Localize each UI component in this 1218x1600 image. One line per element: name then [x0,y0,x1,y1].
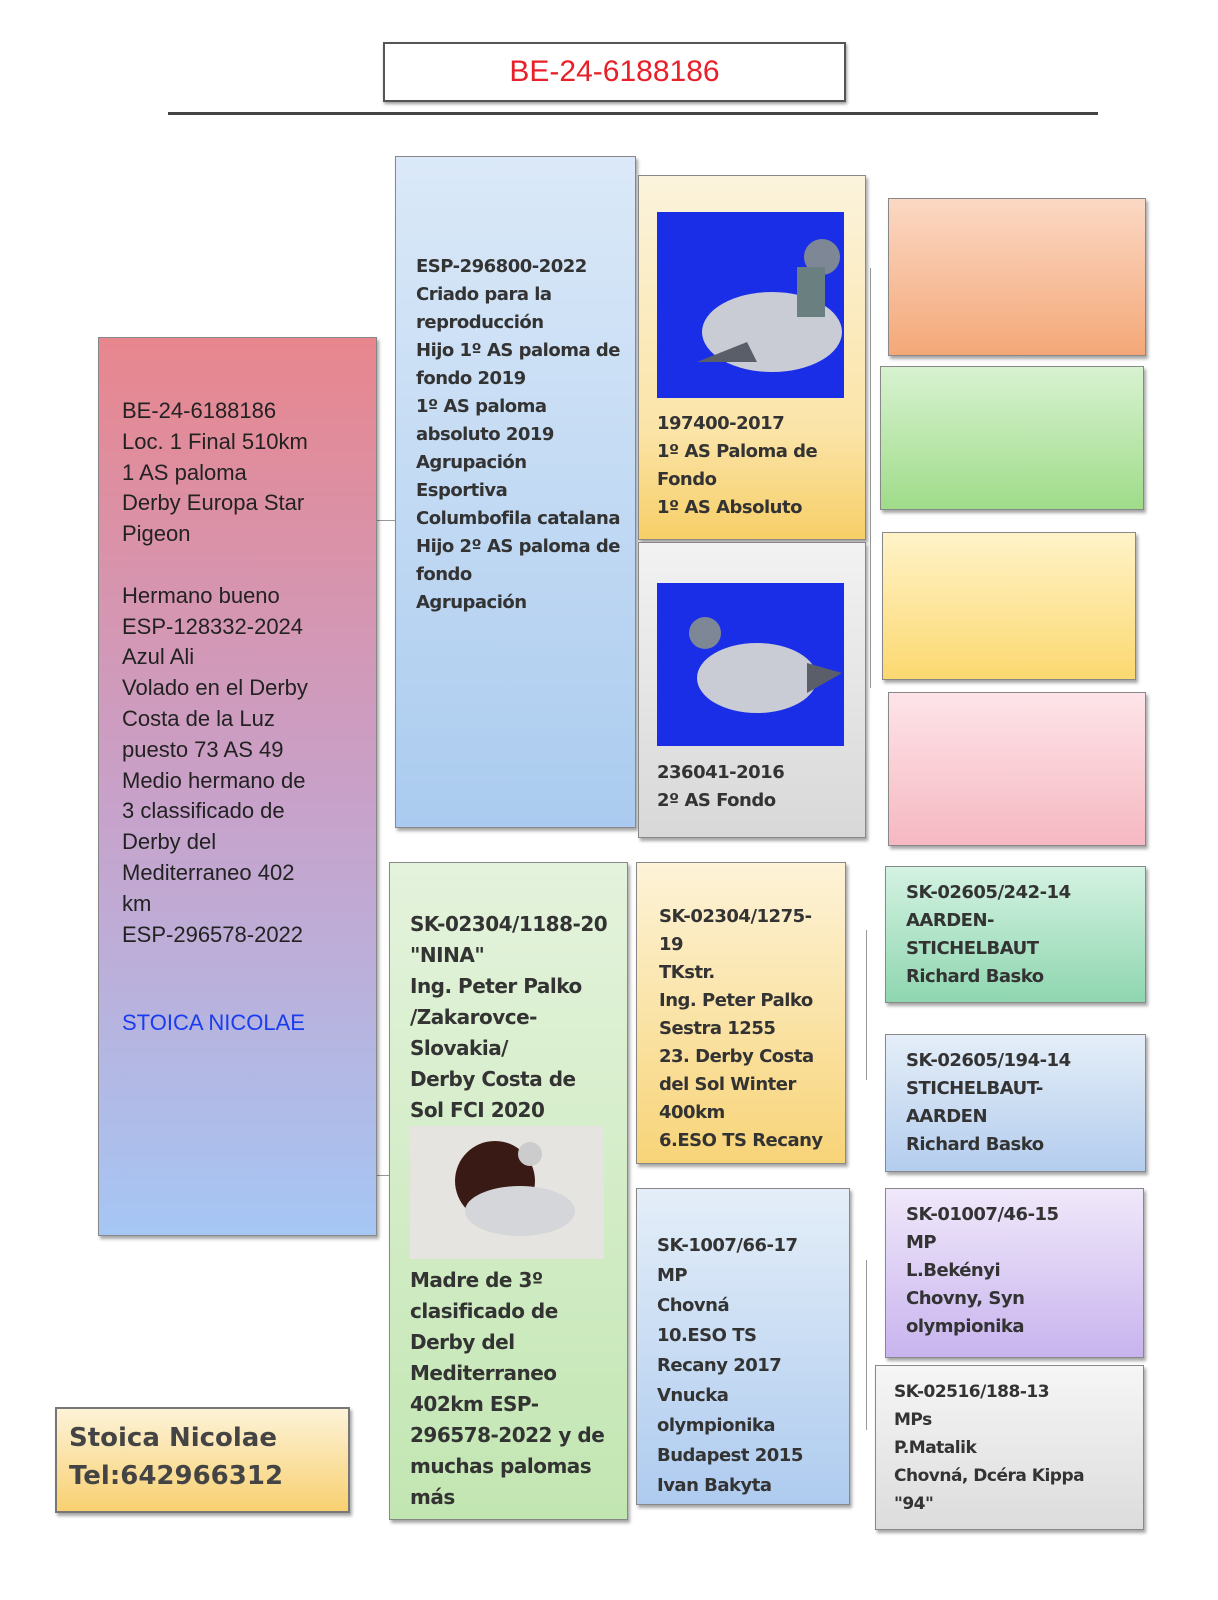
dam-sire-text: SK-02304/1275- 19 TKstr. Ing. Peter Palk… [659,906,823,1151]
gg-box-1: SK-02605/242-14 AARDEN- STICHELBAUT Rich… [885,866,1146,1003]
contact-tel: Tel:642966312 [69,1461,284,1491]
dam-dam-text: SK-1007/66-17 MP Chovná 10.ESO TS Recany… [657,1235,803,1496]
subject-box: BE-24-6188186 Loc. 1 Final 510km 1 AS pa… [98,337,377,1236]
sire-text: ESP-296800-2022 Criado para la reproducc… [416,256,621,613]
divider [168,112,1098,115]
title-box: BE-24-6188186 [383,42,846,102]
pigeon-photo [657,212,844,398]
contact-box: Stoica Nicolae Tel:642966312 [55,1407,350,1513]
connector [866,930,867,1080]
sire-box: ESP-296800-2022 Criado para la reproducc… [395,156,636,828]
pigeon-image [697,239,842,372]
gg-box-3: SK-01007/46-15 MP L.Bekényi Chovny, Syn … [885,1188,1144,1358]
pigeon-image [689,617,842,713]
dam-photo [410,1126,604,1259]
connector [377,520,395,521]
sire-sire-box: 197400-2017 1º AS Paloma de Fondo 1º AS … [638,175,866,540]
gg-text-1: SK-02605/242-14 AARDEN- STICHELBAUT Rich… [906,882,1071,987]
gg-text-4: SK-02516/188-13 MPs P.Matalik Chovná, Dc… [894,1382,1085,1514]
pigeon-photo [657,583,844,746]
connector [870,268,871,688]
gg-box-4: SK-02516/188-13 MPs P.Matalik Chovná, Dc… [875,1365,1144,1530]
pigeon-image [455,1141,575,1236]
dam-sire-box: SK-02304/1275- 19 TKstr. Ing. Peter Palk… [636,862,846,1164]
empty-box-green [880,366,1144,510]
connector [866,1260,867,1430]
sire-sire-text: 197400-2017 1º AS Paloma de Fondo 1º AS … [657,413,818,518]
empty-box-pink [888,692,1146,846]
sire-dam-text: 236041-2016 2º AS Fondo [657,762,785,811]
empty-box-orange [888,198,1146,356]
connector [377,1175,389,1176]
dam-text-2: Madre de 3º clasificado de Derby del Med… [410,1268,605,1509]
gg-box-2: SK-02605/194-14 STICHELBAUT- AARDEN Rich… [885,1034,1146,1172]
empty-box-yellow [882,532,1136,680]
sire-dam-box: 236041-2016 2º AS Fondo [638,542,866,838]
dam-dam-box: SK-1007/66-17 MP Chovná 10.ESO TS Recany… [636,1188,850,1505]
dam-text: SK-02304/1188-20 "NINA" Ing. Peter Palko… [410,912,608,1122]
contact-name: Stoica Nicolae [69,1423,277,1453]
gg-text-2: SK-02605/194-14 STICHELBAUT- AARDEN Rich… [906,1050,1071,1155]
owner-name: STOICA NICOLAE [122,1010,305,1036]
gg-text-3: SK-01007/46-15 MP L.Bekényi Chovny, Syn … [906,1204,1059,1337]
subject-text: BE-24-6188186 Loc. 1 Final 510km 1 AS pa… [122,398,308,947]
dam-box: SK-02304/1188-20 "NINA" Ing. Peter Palko… [389,862,628,1520]
